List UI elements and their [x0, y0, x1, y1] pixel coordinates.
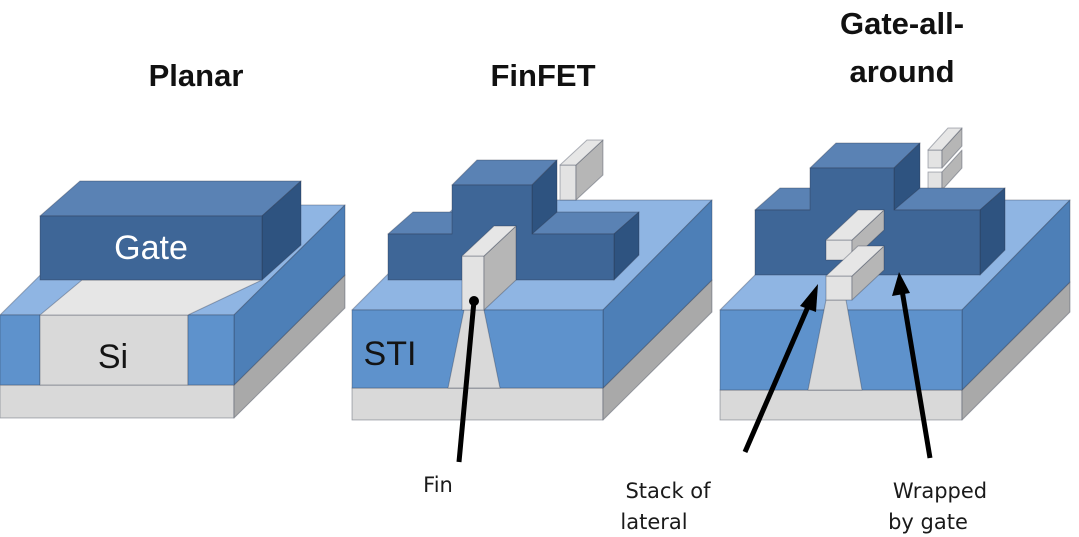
gaa-sheet-back1-top: [927, 127, 963, 151]
finfet-substrate-side: [602, 279, 713, 421]
gaa-substrate-front: [719, 389, 963, 421]
wrapped-arrow-head: [892, 272, 910, 296]
stack-arrow-line: [742, 301, 813, 453]
title-gaa-line1: Gate-all-: [840, 6, 964, 41]
stack-label-line1: Stack of: [625, 479, 711, 503]
gaa-sheet-back2-front: [927, 171, 943, 191]
finfet-substrate-front: [351, 387, 604, 421]
planar-device: Gate Si: [0, 180, 346, 419]
stack-label-line2: lateral: [620, 510, 687, 534]
planar-gate-top: [39, 180, 302, 217]
title-finfet: FinFET: [490, 58, 595, 93]
title-gaa-line2: around: [849, 54, 954, 89]
stack-arrow-head: [800, 284, 818, 312]
gaa-sheet-front1-top: [825, 209, 885, 241]
gate-label: Gate: [114, 229, 188, 267]
finfet-fin-back-front: [559, 164, 577, 201]
wrapped-label-line1: Wrapped: [893, 479, 987, 503]
planar-sti-front-left: [0, 314, 41, 386]
finfet-device: STI Fin: [351, 139, 713, 497]
finfet-fin-back-top: [559, 139, 604, 166]
planar-substrate-front: [0, 384, 235, 419]
planar-gate-front: [39, 215, 263, 281]
si-label: Si: [98, 338, 128, 376]
fin-label: Fin: [423, 473, 453, 497]
title-planar: Planar: [149, 58, 244, 93]
fin-pointer-line: [456, 300, 477, 463]
wrapped-label-line2: by gate: [888, 510, 968, 534]
gaa-device: Stack of lateral Wrapped by gate: [620, 127, 1071, 534]
gaa-sheet-front2-top: [825, 245, 885, 277]
wrapped-arrow-line: [899, 289, 933, 459]
gaa-sheet-front2-front: [825, 275, 853, 301]
gaa-sheet-back1-front: [927, 149, 943, 169]
gaa-sheet-back2-side: [941, 149, 963, 191]
sti-label: STI: [364, 335, 417, 373]
planar-sti-front-right: [187, 314, 235, 386]
finfet-fin-top: [461, 225, 517, 257]
finfet-fin-side: [483, 225, 517, 311]
